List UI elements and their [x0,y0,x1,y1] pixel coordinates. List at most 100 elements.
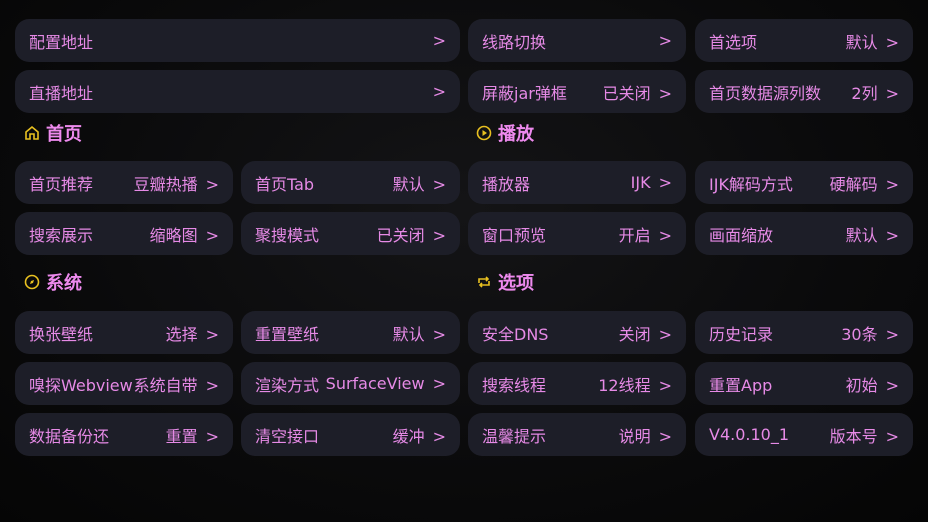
setting-item[interactable]: 搜索展示 缩略图 > [15,212,233,255]
setting-item[interactable]: 直播地址 > [15,70,460,113]
section-system: 系统 [24,269,82,295]
section-title: 首页 [46,124,82,145]
setting-value: 豆瓣热播 [133,174,198,194]
setting-label: 重置壁纸 [255,324,320,344]
setting-label: 安全DNS [482,324,549,344]
chevron-right-icon: > [885,32,899,52]
setting-value: 缓冲 [392,426,425,446]
setting-item[interactable]: 清空接口 缓冲 > [241,413,460,456]
setting-item[interactable]: 重置壁纸 默认 > [241,311,460,354]
section-play: 播放 [476,120,534,146]
chevron-right-icon: > [432,426,446,446]
setting-value: 版本号 [829,426,878,446]
setting-value: 开启 [618,225,651,245]
setting-value: 30条 [841,324,878,344]
setting-value: 关闭 [618,324,651,344]
setting-value: 已关闭 [602,83,651,103]
setting-item[interactable]: 聚搜模式 已关闭 > [241,212,460,255]
setting-item[interactable]: 重置App 初始 > [695,362,913,405]
setting-value: 12线程 [598,375,651,395]
section-title: 播放 [498,124,534,145]
setting-label: 首页数据源列数 [709,83,822,103]
compass-icon [24,274,40,290]
setting-value: 硬解码 [829,174,878,194]
setting-label: 清空接口 [255,426,320,446]
section-home: 首页 [24,120,82,146]
setting-label: 屏蔽jar弹框 [482,83,567,103]
setting-item[interactable]: 历史记录 30条 > [695,311,913,354]
setting-label: 重置App [709,375,773,395]
setting-label: 聚搜模式 [255,225,320,245]
setting-item[interactable]: 首选项默认> [695,19,913,62]
section-title: 选项 [498,273,534,294]
setting-item[interactable]: 温馨提示说明> [468,413,686,456]
section-options: 选项 [476,269,534,295]
setting-value: 默认 [392,174,425,194]
chevron-right-icon: > [885,83,899,103]
setting-label: 首页Tab [255,174,315,194]
chevron-right-icon: > [658,31,672,50]
setting-item[interactable]: 数据备份还 重置 > [15,413,233,456]
setting-value: 已关闭 [376,225,425,245]
setting-item[interactable]: IJK解码方式硬解码> [695,161,913,204]
setting-label: 嗅探Webview [29,375,133,395]
chevron-right-icon: > [658,324,672,344]
setting-label: 首选项 [709,32,758,52]
setting-value: 默认 [845,225,878,245]
home-icon [25,125,39,140]
setting-item[interactable]: 首页数据源列数 2列 > [695,70,913,113]
chevron-right-icon: > [885,426,899,446]
setting-label: 数据备份还 [29,426,110,446]
setting-item[interactable]: 窗口预览开启> [468,212,686,255]
setting-value: 缩略图 [149,225,198,245]
chevron-right-icon: > [885,375,899,395]
setting-value: 初始 [845,375,878,395]
play-circle-icon [476,125,492,141]
setting-item[interactable]: 线路切换> [468,19,686,62]
setting-label: V4.0.10_1 [709,425,790,444]
setting-label: 渲染方式 [255,375,320,395]
setting-item[interactable]: 画面缩放默认> [695,212,913,255]
chevron-right-icon: > [432,374,446,393]
setting-item[interactable]: 屏蔽jar弹框已关闭> [468,70,686,113]
setting-label: 历史记录 [709,324,774,344]
setting-label: 搜索展示 [29,225,94,245]
setting-value: 重置 [165,426,198,446]
chevron-right-icon: > [658,426,672,446]
setting-label: IJK解码方式 [709,174,793,194]
setting-value: 2列 [851,83,878,103]
chevron-right-icon: > [885,324,899,344]
setting-label: 搜索线程 [482,375,547,395]
setting-label: 直播地址 [29,83,94,103]
setting-value: 默认 [392,324,425,344]
setting-item[interactable]: 换张壁纸 选择 > [15,311,233,354]
setting-value: 说明 [618,426,651,446]
chevron-right-icon: > [885,225,899,245]
chevron-right-icon: > [205,324,219,344]
chevron-right-icon: > [658,173,672,192]
setting-label: 换张壁纸 [29,324,94,344]
chevron-right-icon: > [432,31,446,50]
setting-item[interactable]: V4.0.10_1 版本号 > [695,413,913,456]
chevron-right-icon: > [205,426,219,446]
setting-label: 播放器 [482,174,531,194]
setting-value: 系统自带 [133,375,198,395]
chevron-right-icon: > [432,324,446,344]
setting-item[interactable]: 首页Tab 默认 > [241,161,460,204]
chevron-right-icon: > [432,225,446,245]
setting-label: 首页推荐 [29,174,94,194]
chevron-right-icon: > [432,82,446,101]
chevron-right-icon: > [432,174,446,194]
setting-item[interactable]: 安全DNS 关闭 > [468,311,686,354]
chevron-right-icon: > [205,225,219,245]
section-title: 系统 [46,273,82,294]
chevron-right-icon: > [658,225,672,245]
setting-label: 配置地址 [29,32,94,52]
setting-value: 选择 [165,324,198,344]
setting-item[interactable]: 首页推荐豆瓣热播> [15,161,233,204]
setting-item[interactable]: 配置地址 > [15,19,460,62]
